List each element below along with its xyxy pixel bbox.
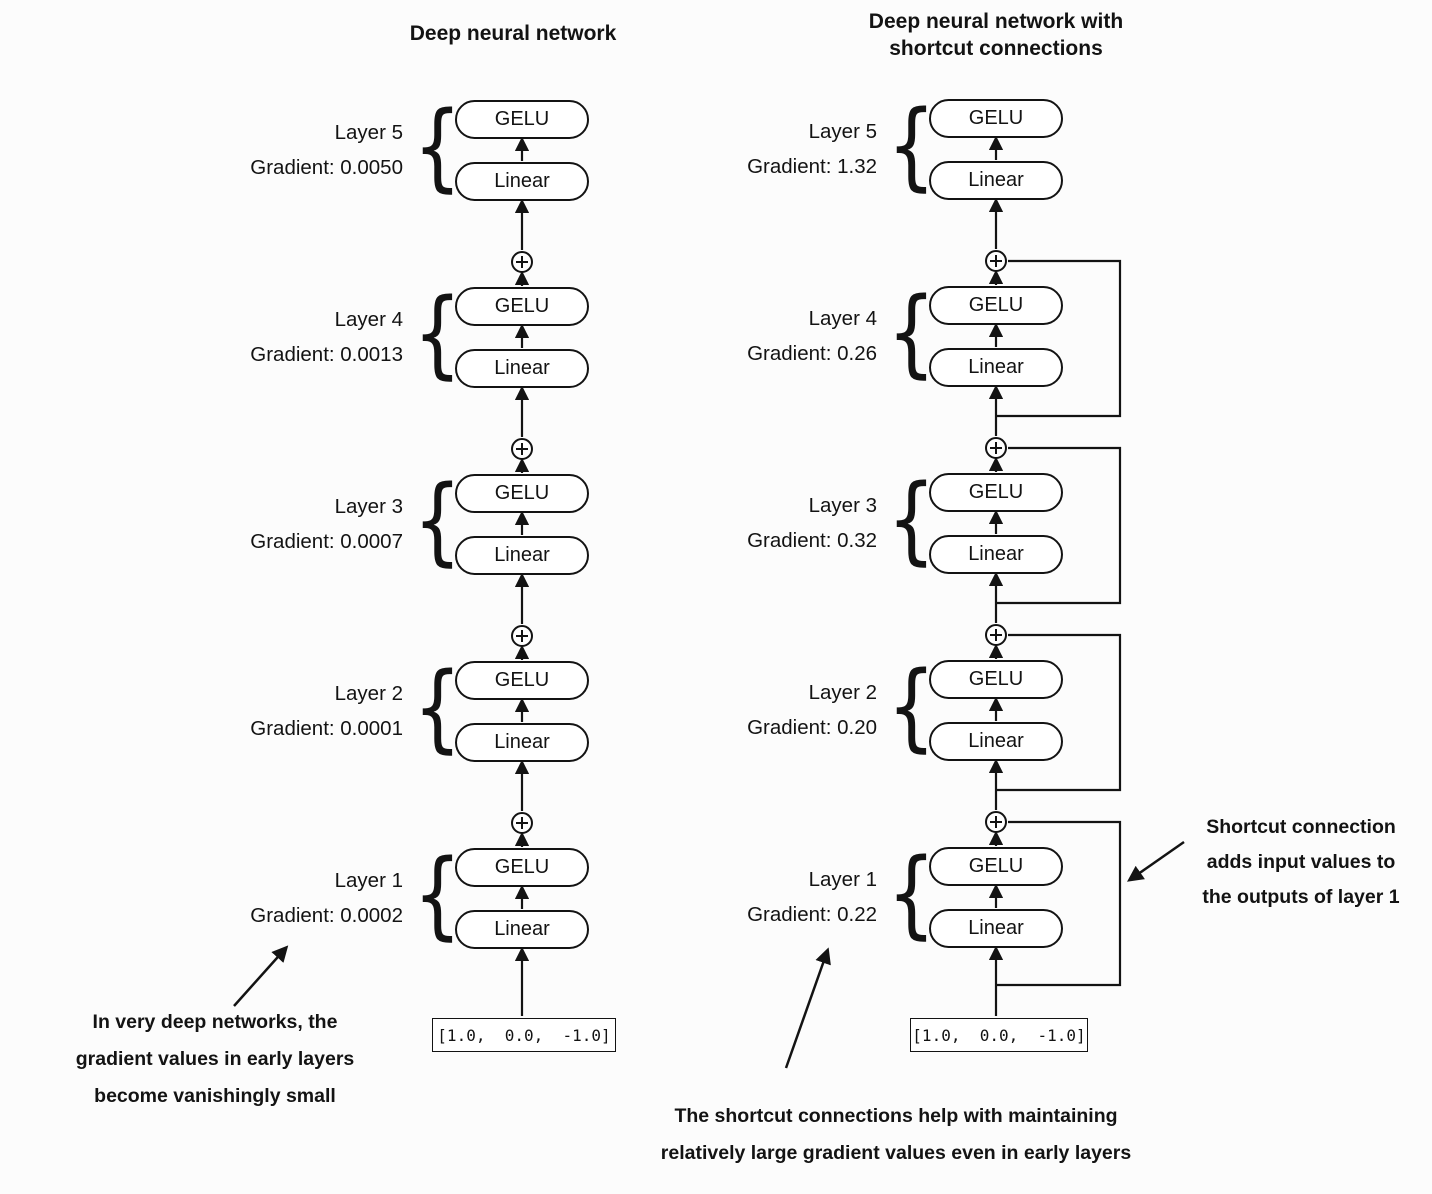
layer-name-label: Layer 2 xyxy=(808,681,877,704)
layer-name-label: Layer 1 xyxy=(334,869,403,892)
layer-label: Layer 4 Gradient: 0.0013 xyxy=(153,302,403,372)
title-line: shortcut connections xyxy=(889,37,1103,60)
note-line: In very deep networks, the xyxy=(92,1011,338,1033)
note-line: the outputs of layer 1 xyxy=(1202,886,1400,908)
input-vector-box: [1.0, 0.0, -1.0] xyxy=(432,1018,616,1052)
curly-brace: { xyxy=(887,652,936,762)
note-line: adds input values to xyxy=(1206,851,1396,873)
layer-name-label: Layer 3 xyxy=(334,495,403,518)
layer-label: Layer 2 Gradient: 0.20 xyxy=(627,675,877,745)
add-icon xyxy=(511,251,533,273)
layer-name-label: Layer 3 xyxy=(808,494,877,517)
layer-label: Layer 1 Gradient: 0.0002 xyxy=(153,863,403,933)
layer-label: Layer 5 Gradient: 0.0050 xyxy=(153,115,403,185)
curly-brace: { xyxy=(413,92,462,202)
add-icon xyxy=(511,438,533,460)
gradient-label: Gradient: 0.0001 xyxy=(250,717,403,740)
gradient-label: Gradient: 0.22 xyxy=(747,903,877,926)
gradient-label: Gradient: 0.0050 xyxy=(250,156,403,179)
gelu-box: GELU xyxy=(929,286,1063,325)
title-line: Deep neural network with xyxy=(868,10,1124,33)
note-line: become vanishingly small xyxy=(94,1085,336,1107)
layer-name-label: Layer 1 xyxy=(808,868,877,891)
linear-box: Linear xyxy=(929,722,1063,761)
gelu-box: GELU xyxy=(455,100,589,139)
note-line: relatively large gradient values even in… xyxy=(660,1142,1132,1164)
gelu-box: GELU xyxy=(929,847,1063,886)
plain-network-title: Deep neural network xyxy=(353,20,673,47)
curly-brace: { xyxy=(887,278,936,388)
add-icon xyxy=(511,812,533,834)
add-icon xyxy=(511,625,533,647)
add-icon xyxy=(985,250,1007,272)
gelu-box: GELU xyxy=(929,99,1063,138)
layer-name-label: Layer 2 xyxy=(334,682,403,705)
note-vanishing-gradient: In very deep networks, the gradient valu… xyxy=(55,1004,375,1115)
gradient-label: Gradient: 0.32 xyxy=(747,529,877,552)
shortcut-network-title: Deep neural network with shortcut connec… xyxy=(836,8,1156,62)
input-vector-box: [1.0, 0.0, -1.0] xyxy=(910,1018,1088,1052)
add-icon xyxy=(985,811,1007,833)
add-icon xyxy=(985,624,1007,646)
linear-box: Linear xyxy=(455,910,589,949)
layer-name-label: Layer 5 xyxy=(808,120,877,143)
add-icon xyxy=(985,437,1007,459)
gelu-box: GELU xyxy=(455,287,589,326)
gradient-label: Gradient: 0.0007 xyxy=(250,530,403,553)
gelu-box: GELU xyxy=(929,660,1063,699)
curly-brace: { xyxy=(887,91,936,201)
layer-name-label: Layer 4 xyxy=(808,307,877,330)
linear-box: Linear xyxy=(455,349,589,388)
curly-brace: { xyxy=(413,279,462,389)
gelu-box: GELU xyxy=(455,474,589,513)
gradient-label: Gradient: 0.20 xyxy=(747,716,877,739)
layer-label: Layer 4 Gradient: 0.26 xyxy=(627,301,877,371)
curly-brace: { xyxy=(887,465,936,575)
curly-brace: { xyxy=(887,839,936,949)
note-shortcut-explanation: Shortcut connection adds input values to… xyxy=(1190,810,1412,915)
gradient-label: Gradient: 1.32 xyxy=(747,155,877,178)
linear-box: Linear xyxy=(455,536,589,575)
note-shortcut-help: The shortcut connections help with maint… xyxy=(646,1098,1146,1172)
linear-box: Linear xyxy=(455,162,589,201)
curly-brace: { xyxy=(413,653,462,763)
layer-label: Layer 5 Gradient: 1.32 xyxy=(627,114,877,184)
title-line: Deep neural network xyxy=(409,22,617,45)
gradient-label: Gradient: 0.0013 xyxy=(250,343,403,366)
curly-brace: { xyxy=(413,840,462,950)
note-line: The shortcut connections help with maint… xyxy=(674,1105,1118,1127)
gelu-box: GELU xyxy=(455,661,589,700)
linear-box: Linear xyxy=(929,348,1063,387)
gelu-box: GELU xyxy=(929,473,1063,512)
layer-label: Layer 1 Gradient: 0.22 xyxy=(627,862,877,932)
gradient-label: Gradient: 0.26 xyxy=(747,342,877,365)
linear-box: Linear xyxy=(929,161,1063,200)
curly-brace: { xyxy=(413,466,462,576)
linear-box: Linear xyxy=(929,535,1063,574)
linear-box: Linear xyxy=(929,909,1063,948)
note-line: gradient values in early layers xyxy=(75,1048,355,1070)
gelu-box: GELU xyxy=(455,848,589,887)
layer-label: Layer 2 Gradient: 0.0001 xyxy=(153,676,403,746)
note-line: Shortcut connection xyxy=(1206,816,1396,838)
layer-label: Layer 3 Gradient: 0.32 xyxy=(627,488,877,558)
layer-label: Layer 3 Gradient: 0.0007 xyxy=(153,489,403,559)
layer-name-label: Layer 4 xyxy=(334,308,403,331)
linear-box: Linear xyxy=(455,723,589,762)
layer-name-label: Layer 5 xyxy=(334,121,403,144)
gradient-label: Gradient: 0.0002 xyxy=(250,904,403,927)
